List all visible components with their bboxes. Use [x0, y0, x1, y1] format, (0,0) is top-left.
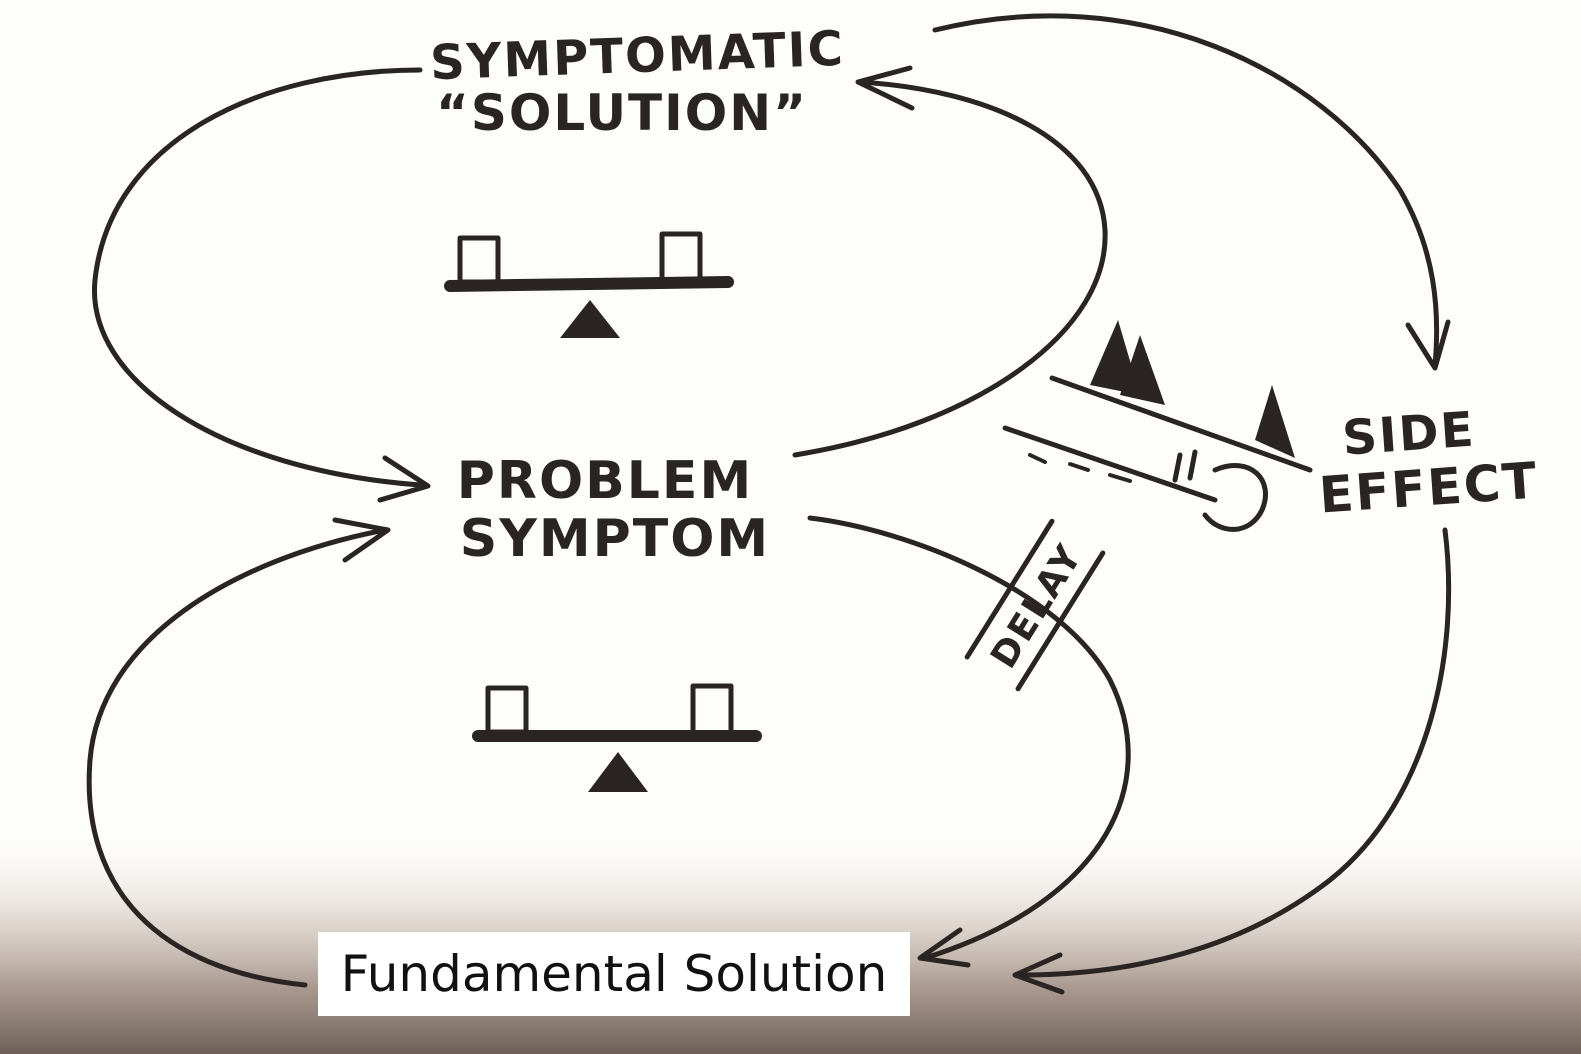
top-loop-right-arrow: [792, 79, 1108, 458]
arrowhead-icon: [1405, 319, 1451, 371]
delay-marker: DELAY: [964, 518, 1106, 692]
arrowhead-icon: [377, 455, 431, 503]
snowball-rolling-downhill-icon: [1002, 320, 1313, 532]
problem-symptom-line2: SYMPTOM: [460, 509, 770, 569]
bottom-loop-right-arrow: [807, 515, 1131, 961]
arrowhead-icon: [332, 517, 391, 563]
symptomatic-solution-line2: “SOLUTION”: [436, 84, 808, 142]
balancing-loop-seesaw-icon: [472, 683, 762, 792]
arrowhead-icon: [917, 927, 971, 968]
balancing-loop-seesaw-icon: [444, 231, 734, 338]
symptomatic-solution-line1: SYMPTOMATIC: [429, 21, 846, 91]
bottom-loop-left-arrow: [86, 527, 388, 988]
arrowhead-icon: [855, 65, 915, 111]
arrowhead-icon: [1012, 952, 1065, 995]
problem-symptom-line1: PROBLEM: [457, 451, 753, 511]
side-effect-line1: SIDE: [1341, 401, 1478, 466]
side-effect-out-arrow: [1017, 527, 1452, 978]
side-effect-in-arrow: [932, 13, 1440, 368]
fundamental-solution-box: Fundamental Solution: [318, 932, 910, 1016]
fundamental-solution-label: Fundamental Solution: [340, 945, 888, 1003]
top-loop-left-arrow: [92, 67, 423, 488]
